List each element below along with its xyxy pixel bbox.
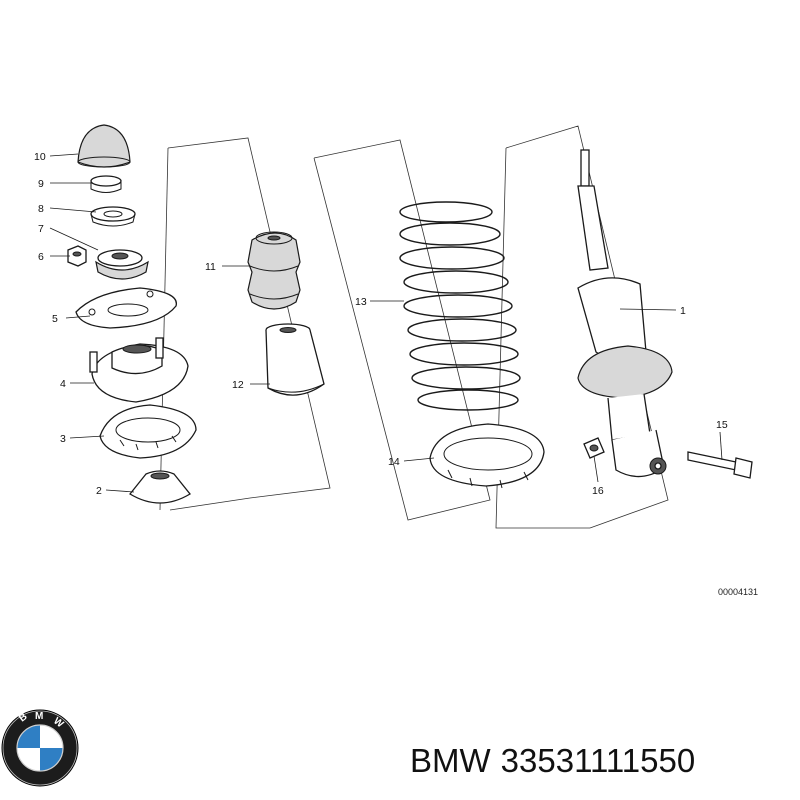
part-14-spring-pad (429, 423, 545, 489)
part-13-coil-spring (399, 201, 521, 411)
callout-12: 12 (232, 379, 244, 391)
callout-5: 5 (52, 313, 58, 325)
part-5-gasket (75, 287, 177, 329)
part-12-sleeve (265, 323, 325, 396)
callout-13: 13 (355, 296, 367, 308)
callout-9: 9 (38, 178, 44, 190)
part-4-top-mount (89, 337, 189, 403)
part-16-bushing (583, 437, 605, 459)
callout-14: 14 (388, 456, 400, 468)
callout-16: 16 (592, 485, 604, 497)
callout-7: 7 (38, 223, 44, 235)
callout-labels: 1 2 3 4 5 6 7 8 9 10 11 12 13 14 15 16 (34, 151, 728, 497)
callout-15: 15 (716, 419, 728, 431)
callout-6: 6 (38, 251, 44, 263)
part-9-nut (90, 175, 122, 193)
part-6-nut (67, 245, 87, 267)
callout-1: 1 (680, 305, 686, 317)
leader-lines (49, 153, 723, 493)
callout-11: 11 (205, 261, 216, 273)
part-8-washer (90, 206, 136, 227)
callout-8: 8 (38, 203, 44, 215)
caption-brand: BMW (410, 742, 491, 779)
callout-2: 2 (96, 485, 102, 497)
part-2-lower-cap (129, 470, 191, 504)
part-11-bump-stop (247, 231, 301, 310)
explode-box-shock-bottom (495, 147, 590, 529)
part-3-spring-seat (99, 404, 197, 459)
part-15-bolt (687, 451, 753, 479)
svg-text:M: M (35, 711, 43, 722)
part-1-shock-absorber (577, 149, 673, 478)
part-10-dust-cap (77, 124, 131, 168)
explode-boxes (159, 125, 669, 529)
explode-box-spring (313, 139, 491, 521)
explode-box-bottom (169, 497, 251, 511)
bmw-logo: B M W (1, 709, 79, 787)
callout-10: 10 (34, 151, 46, 163)
explode-box-bump-stop (167, 137, 331, 499)
caption-part-number: 33531111550 (500, 742, 696, 779)
callout-4: 4 (60, 378, 66, 390)
drawing-number: 00004131 (718, 587, 758, 597)
callout-3: 3 (60, 433, 66, 445)
part-7-rubber-mount (95, 249, 149, 280)
